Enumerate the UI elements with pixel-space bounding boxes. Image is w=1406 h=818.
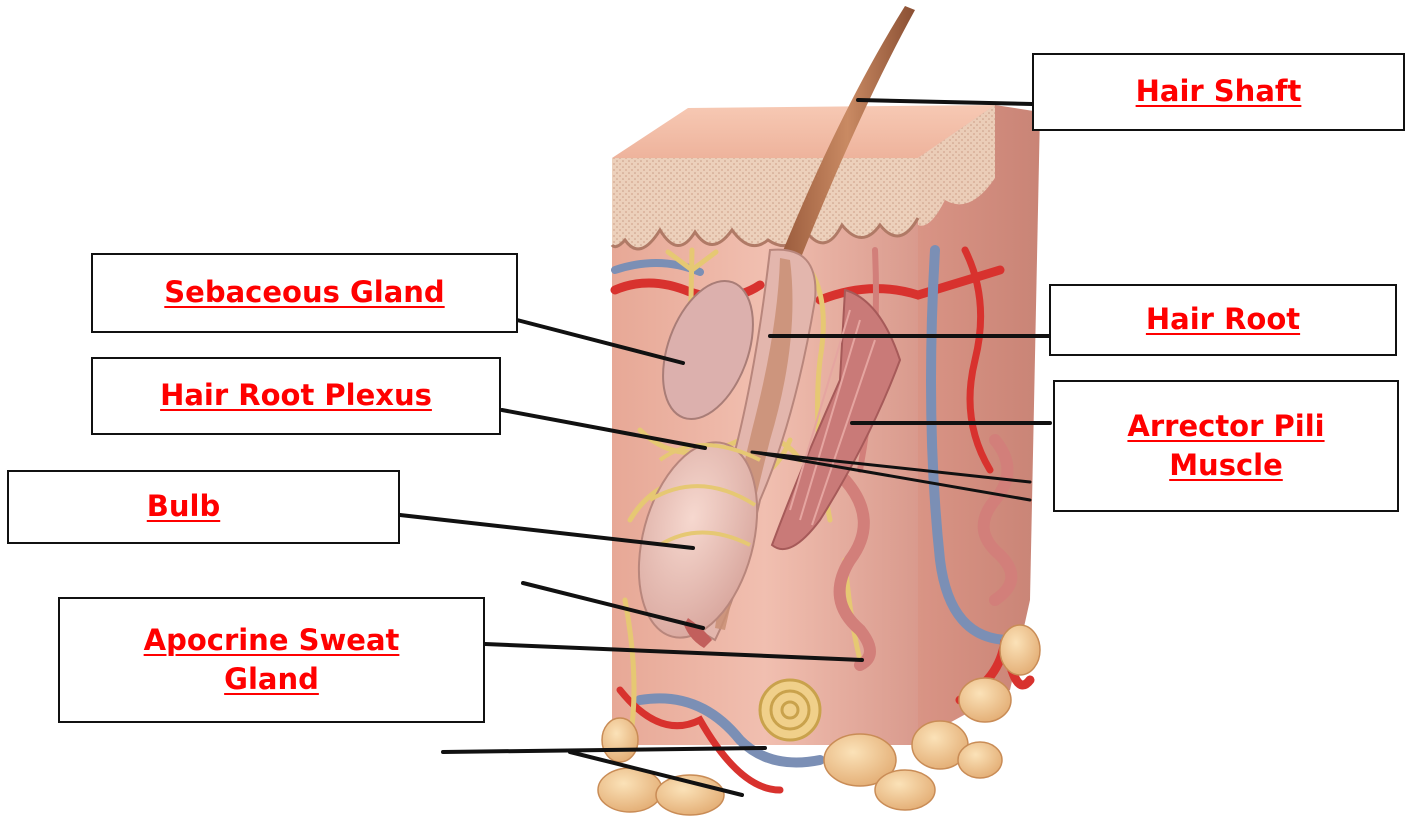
leader-hair-shaft [858, 100, 1032, 104]
label-arrector-pili-line2: Muscle [1169, 446, 1283, 485]
fat-lobule [875, 770, 935, 810]
label-apocrine-line2: Gland [224, 660, 319, 699]
pacinian-corpuscle [760, 680, 820, 740]
label-box-arrector-pili: Arrector Pili Muscle [1053, 380, 1399, 512]
fat-lobule [602, 718, 638, 762]
label-box-sebaceous-gland: Sebaceous Gland [91, 253, 518, 333]
fat-lobule [1000, 625, 1040, 675]
label-box-apocrine-sweat-gland: Apocrine Sweat Gland [58, 597, 485, 723]
label-box-hair-root-plexus: Hair Root Plexus [91, 357, 501, 435]
label-arrector-pili-line1: Arrector Pili [1127, 407, 1324, 446]
label-hair-shaft: Hair Shaft [1136, 72, 1302, 111]
label-sebaceous-gland: Sebaceous Gland [164, 273, 444, 312]
fat-lobule [959, 678, 1011, 722]
label-apocrine-line1: Apocrine Sweat [144, 621, 400, 660]
label-box-bulb: Bulb [7, 470, 400, 544]
label-hair-root: Hair Root [1146, 300, 1300, 339]
fat-lobule [958, 742, 1002, 778]
label-hair-root-plexus: Hair Root Plexus [160, 376, 432, 415]
pacinian-outer [760, 680, 820, 740]
label-bulb: Bulb [147, 487, 220, 526]
label-box-hair-shaft: Hair Shaft [1032, 53, 1405, 131]
label-box-hair-root: Hair Root [1049, 284, 1397, 356]
